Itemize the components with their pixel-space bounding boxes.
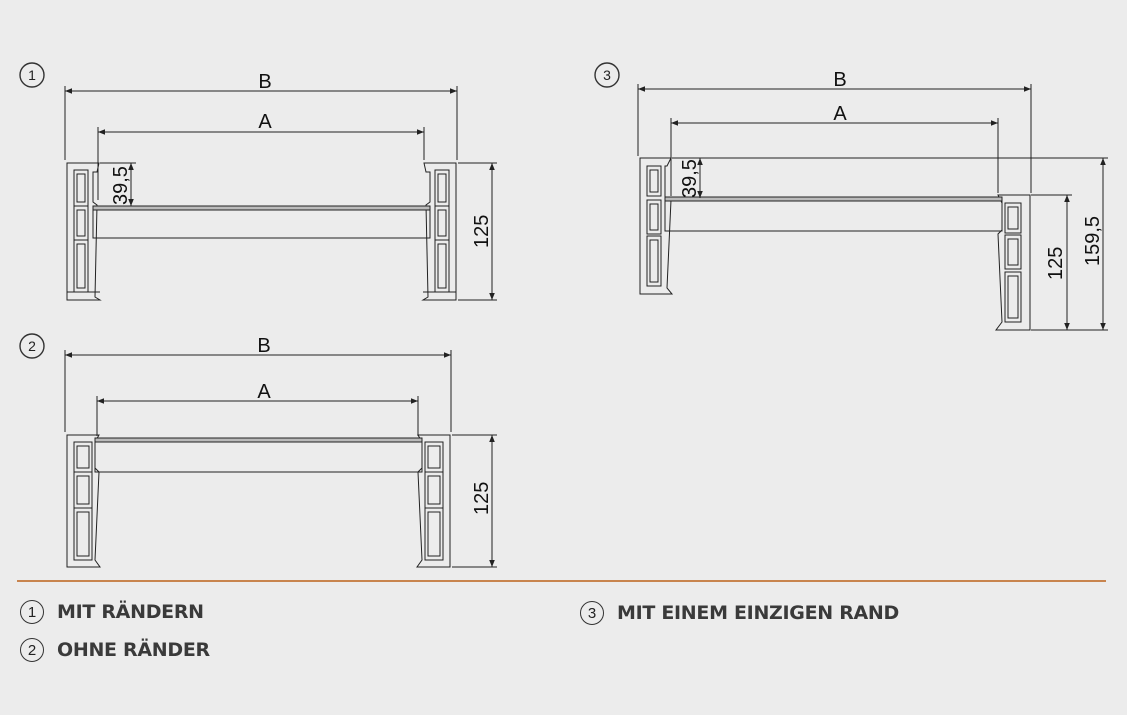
dim-total-height: 125: [458, 162, 497, 301]
diagram-badge-1: 1: [19, 62, 45, 88]
dim-outer-label: B: [833, 69, 846, 91]
dim-outer: B: [637, 69, 1032, 193]
shelf-board: [92, 205, 431, 239]
dim-inner-label: A: [833, 103, 847, 125]
legend-label: OHNE RÄNDER: [57, 639, 210, 661]
diagram-badge-number: 2: [28, 338, 36, 354]
dim-outer: B: [64, 335, 452, 432]
dim-overall-height: 159,5: [1082, 158, 1106, 330]
diagram-1: 1: [19, 62, 497, 301]
legend-item-2: 2 OHNE RÄNDER: [20, 638, 210, 662]
legend-label: MIT EINEM EINZIGEN RAND: [617, 602, 899, 624]
dim-overall-height-label: 159,5: [1082, 216, 1104, 266]
dim-inner: A: [96, 381, 419, 436]
legend-item-1: 1 MIT RÄNDERN: [20, 600, 204, 624]
legend-divider: [17, 580, 1106, 582]
diagram-badge-number: 3: [603, 67, 611, 83]
legend-badge: 1: [20, 600, 44, 624]
shelf-board: [664, 196, 1003, 232]
dim-rim-height-label: 39,5: [110, 166, 132, 205]
right-post: [421, 162, 457, 301]
left-post: [66, 162, 102, 301]
dim-rim-height: 39,5: [672, 157, 1108, 198]
dim-outer-label: B: [258, 71, 271, 93]
dim-rim-height: 39,5: [100, 162, 136, 206]
dim-total-height-label: 125: [471, 482, 493, 515]
dim-inner: A: [670, 103, 999, 196]
dim-inner-label: A: [257, 381, 271, 403]
technical-drawing: 1: [19, 62, 1108, 568]
dim-inner: A: [97, 111, 425, 200]
legend-label: MIT RÄNDERN: [57, 601, 204, 623]
left-post: [66, 434, 101, 568]
right-post: [995, 194, 1031, 331]
dim-rim-height-label: 39,5: [679, 159, 701, 198]
dim-total-height-label: 125: [1045, 247, 1067, 280]
legend-badge: 2: [20, 638, 44, 662]
left-post: [639, 157, 674, 295]
diagram-badge-number: 1: [28, 67, 36, 83]
diagram-badge-2: 2: [19, 333, 45, 359]
dim-outer: B: [64, 71, 458, 160]
dim-total-height-label: 125: [471, 215, 493, 248]
diagram-2: 2: [19, 333, 497, 568]
legend-badge: 3: [580, 601, 604, 625]
dim-inner-label: A: [258, 111, 272, 133]
dim-total-height: 125: [452, 434, 497, 568]
dim-total-height: 125: [1031, 194, 1108, 331]
dim-outer-label: B: [257, 335, 270, 357]
diagram-3: 3: [594, 62, 1108, 331]
legend-item-3: 3 MIT EINEM EINZIGEN RAND: [580, 601, 899, 625]
diagram-badge-3: 3: [594, 62, 620, 88]
shelf-board: [94, 437, 423, 473]
